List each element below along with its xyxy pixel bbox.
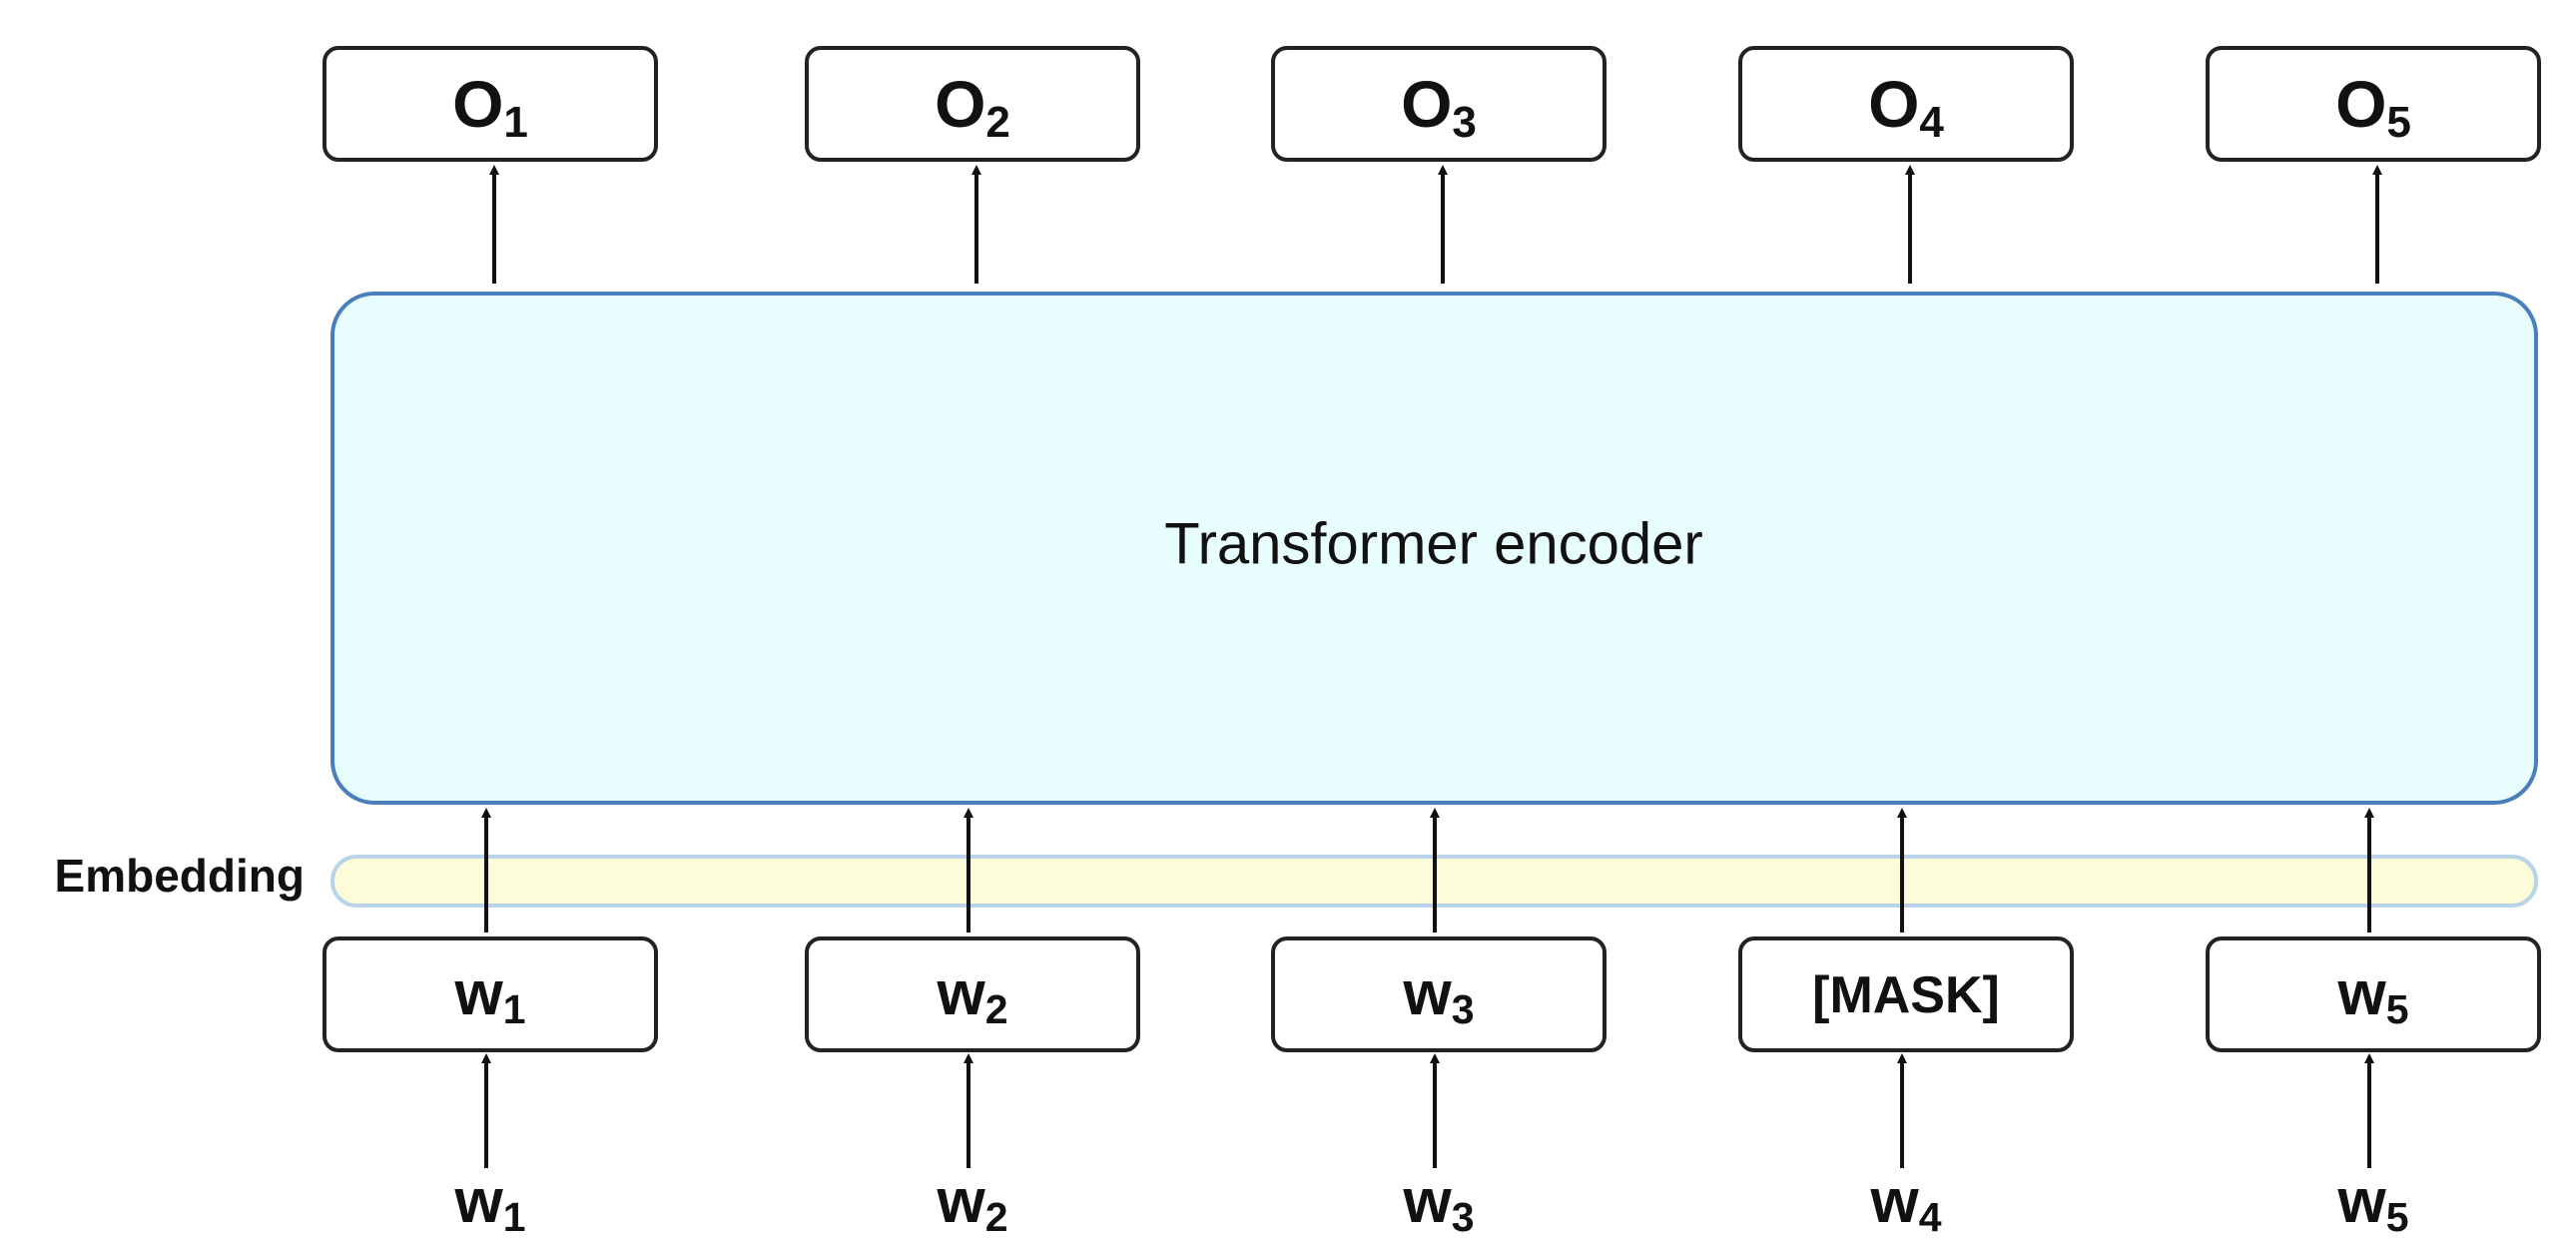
token-box-5 <box>2206 936 2541 1052</box>
token-label-5: w5 <box>2336 959 2408 1031</box>
output-box-5 <box>2206 46 2541 162</box>
input-label-5: w5 <box>2336 1167 2408 1238</box>
output-label-2: O2 <box>935 67 1010 146</box>
token-box-4 <box>1738 936 2074 1052</box>
input-label-2: w2 <box>936 1167 1007 1238</box>
transformer-encoder-block <box>330 292 2538 805</box>
output-box-1 <box>322 46 658 162</box>
token-box-3 <box>1271 936 1607 1052</box>
output-label-3: O3 <box>1401 67 1477 146</box>
input-label-1: w1 <box>453 1167 525 1238</box>
token-label-2: w2 <box>936 959 1007 1031</box>
output-box-4 <box>1738 46 2074 162</box>
output-box-2 <box>805 46 1140 162</box>
output-label-5: O5 <box>2335 67 2411 146</box>
token-box-1 <box>322 936 658 1052</box>
output-box-3 <box>1271 46 1607 162</box>
token-label-1: w1 <box>453 959 525 1031</box>
token-box-2 <box>805 936 1140 1052</box>
transformer-encoder-label: Transformer encoder <box>1164 511 1702 576</box>
token-label-3: w3 <box>1402 959 1474 1031</box>
token-columns: O1 w1 w1 O2 w2 w2 O3 w3 w3 O4 [MASK] w4 O5 w5 w5 <box>322 46 2541 1238</box>
input-label-4: w4 <box>1869 1167 1941 1238</box>
token-label-4: [MASK] <box>1812 966 2000 1024</box>
embedding-label: Embedding <box>55 850 305 902</box>
output-label-1: O1 <box>452 67 528 146</box>
input-label-3: w3 <box>1402 1167 1474 1238</box>
output-label-4: O4 <box>1868 67 1944 146</box>
